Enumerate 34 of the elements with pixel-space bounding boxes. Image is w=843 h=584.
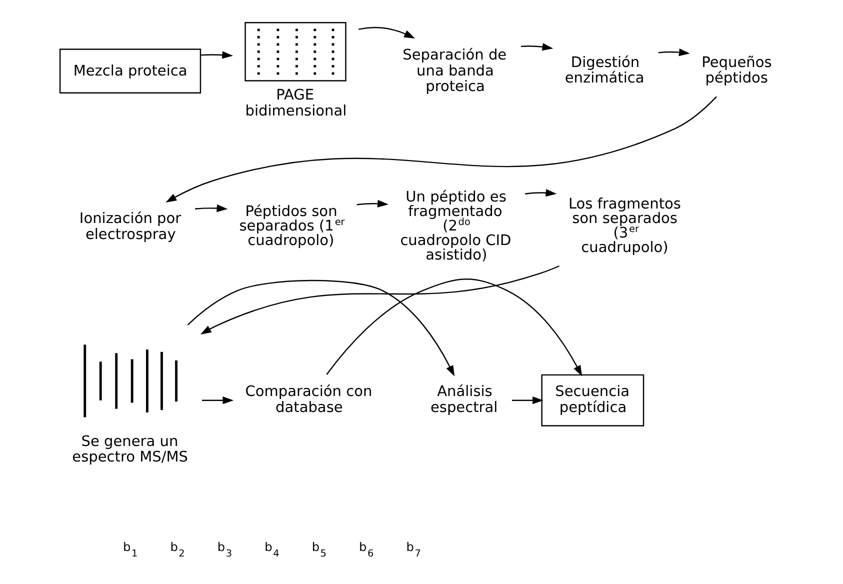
- arrow: [200, 265, 559, 335]
- label: b$_{6}$: [358, 540, 374, 560]
- arrow: [194, 204, 228, 212]
- arrow: [524, 189, 556, 197]
- node-text: Un péptido es fragmentado (2$^{do}$ cuadropolo CID asistido): [400, 189, 511, 264]
- node-label: Se genera un espectro MS/MS: [72, 434, 188, 466]
- label: b$_{2}$: [170, 540, 184, 560]
- arrow: [658, 48, 690, 56]
- node-text: Péptidos son separados (1$^{er}$ cuadropolo): [238, 204, 344, 249]
- node-text: Digestión enzimática: [564, 54, 644, 87]
- arrow: [358, 26, 415, 38]
- node-text: Los fragmentos son separados (3$^{er}$ cuadrupolo): [568, 196, 680, 256]
- node-picture: [244, 22, 346, 82]
- arrow: [186, 280, 454, 376]
- node-text: Pequeños péptidos: [701, 54, 772, 87]
- arrow: [512, 396, 543, 404]
- arrow: [200, 51, 233, 59]
- arrow: [326, 278, 582, 376]
- node-box: Mezcla proteica: [58, 48, 201, 94]
- label: b$_{7}$: [406, 540, 420, 560]
- node-text: Comparación con database: [244, 384, 372, 416]
- label: b$_{5}$: [311, 540, 326, 560]
- node-label: PAGE bidimensional: [244, 88, 346, 120]
- arrow: [165, 96, 716, 202]
- arrow: [356, 200, 388, 208]
- node-text: Separación de una banda proteica: [402, 48, 506, 96]
- label: b$_{1}$: [122, 540, 138, 560]
- node-text: Análisis espectral: [430, 384, 498, 416]
- node-text: Ionización por electrospray: [78, 211, 181, 243]
- arrow: [202, 396, 234, 404]
- label: b$_{4}$: [264, 540, 279, 560]
- label: b$_{3}$: [216, 540, 232, 560]
- node-box: Secuencia peptídica: [540, 374, 644, 426]
- arrow: [520, 43, 553, 51]
